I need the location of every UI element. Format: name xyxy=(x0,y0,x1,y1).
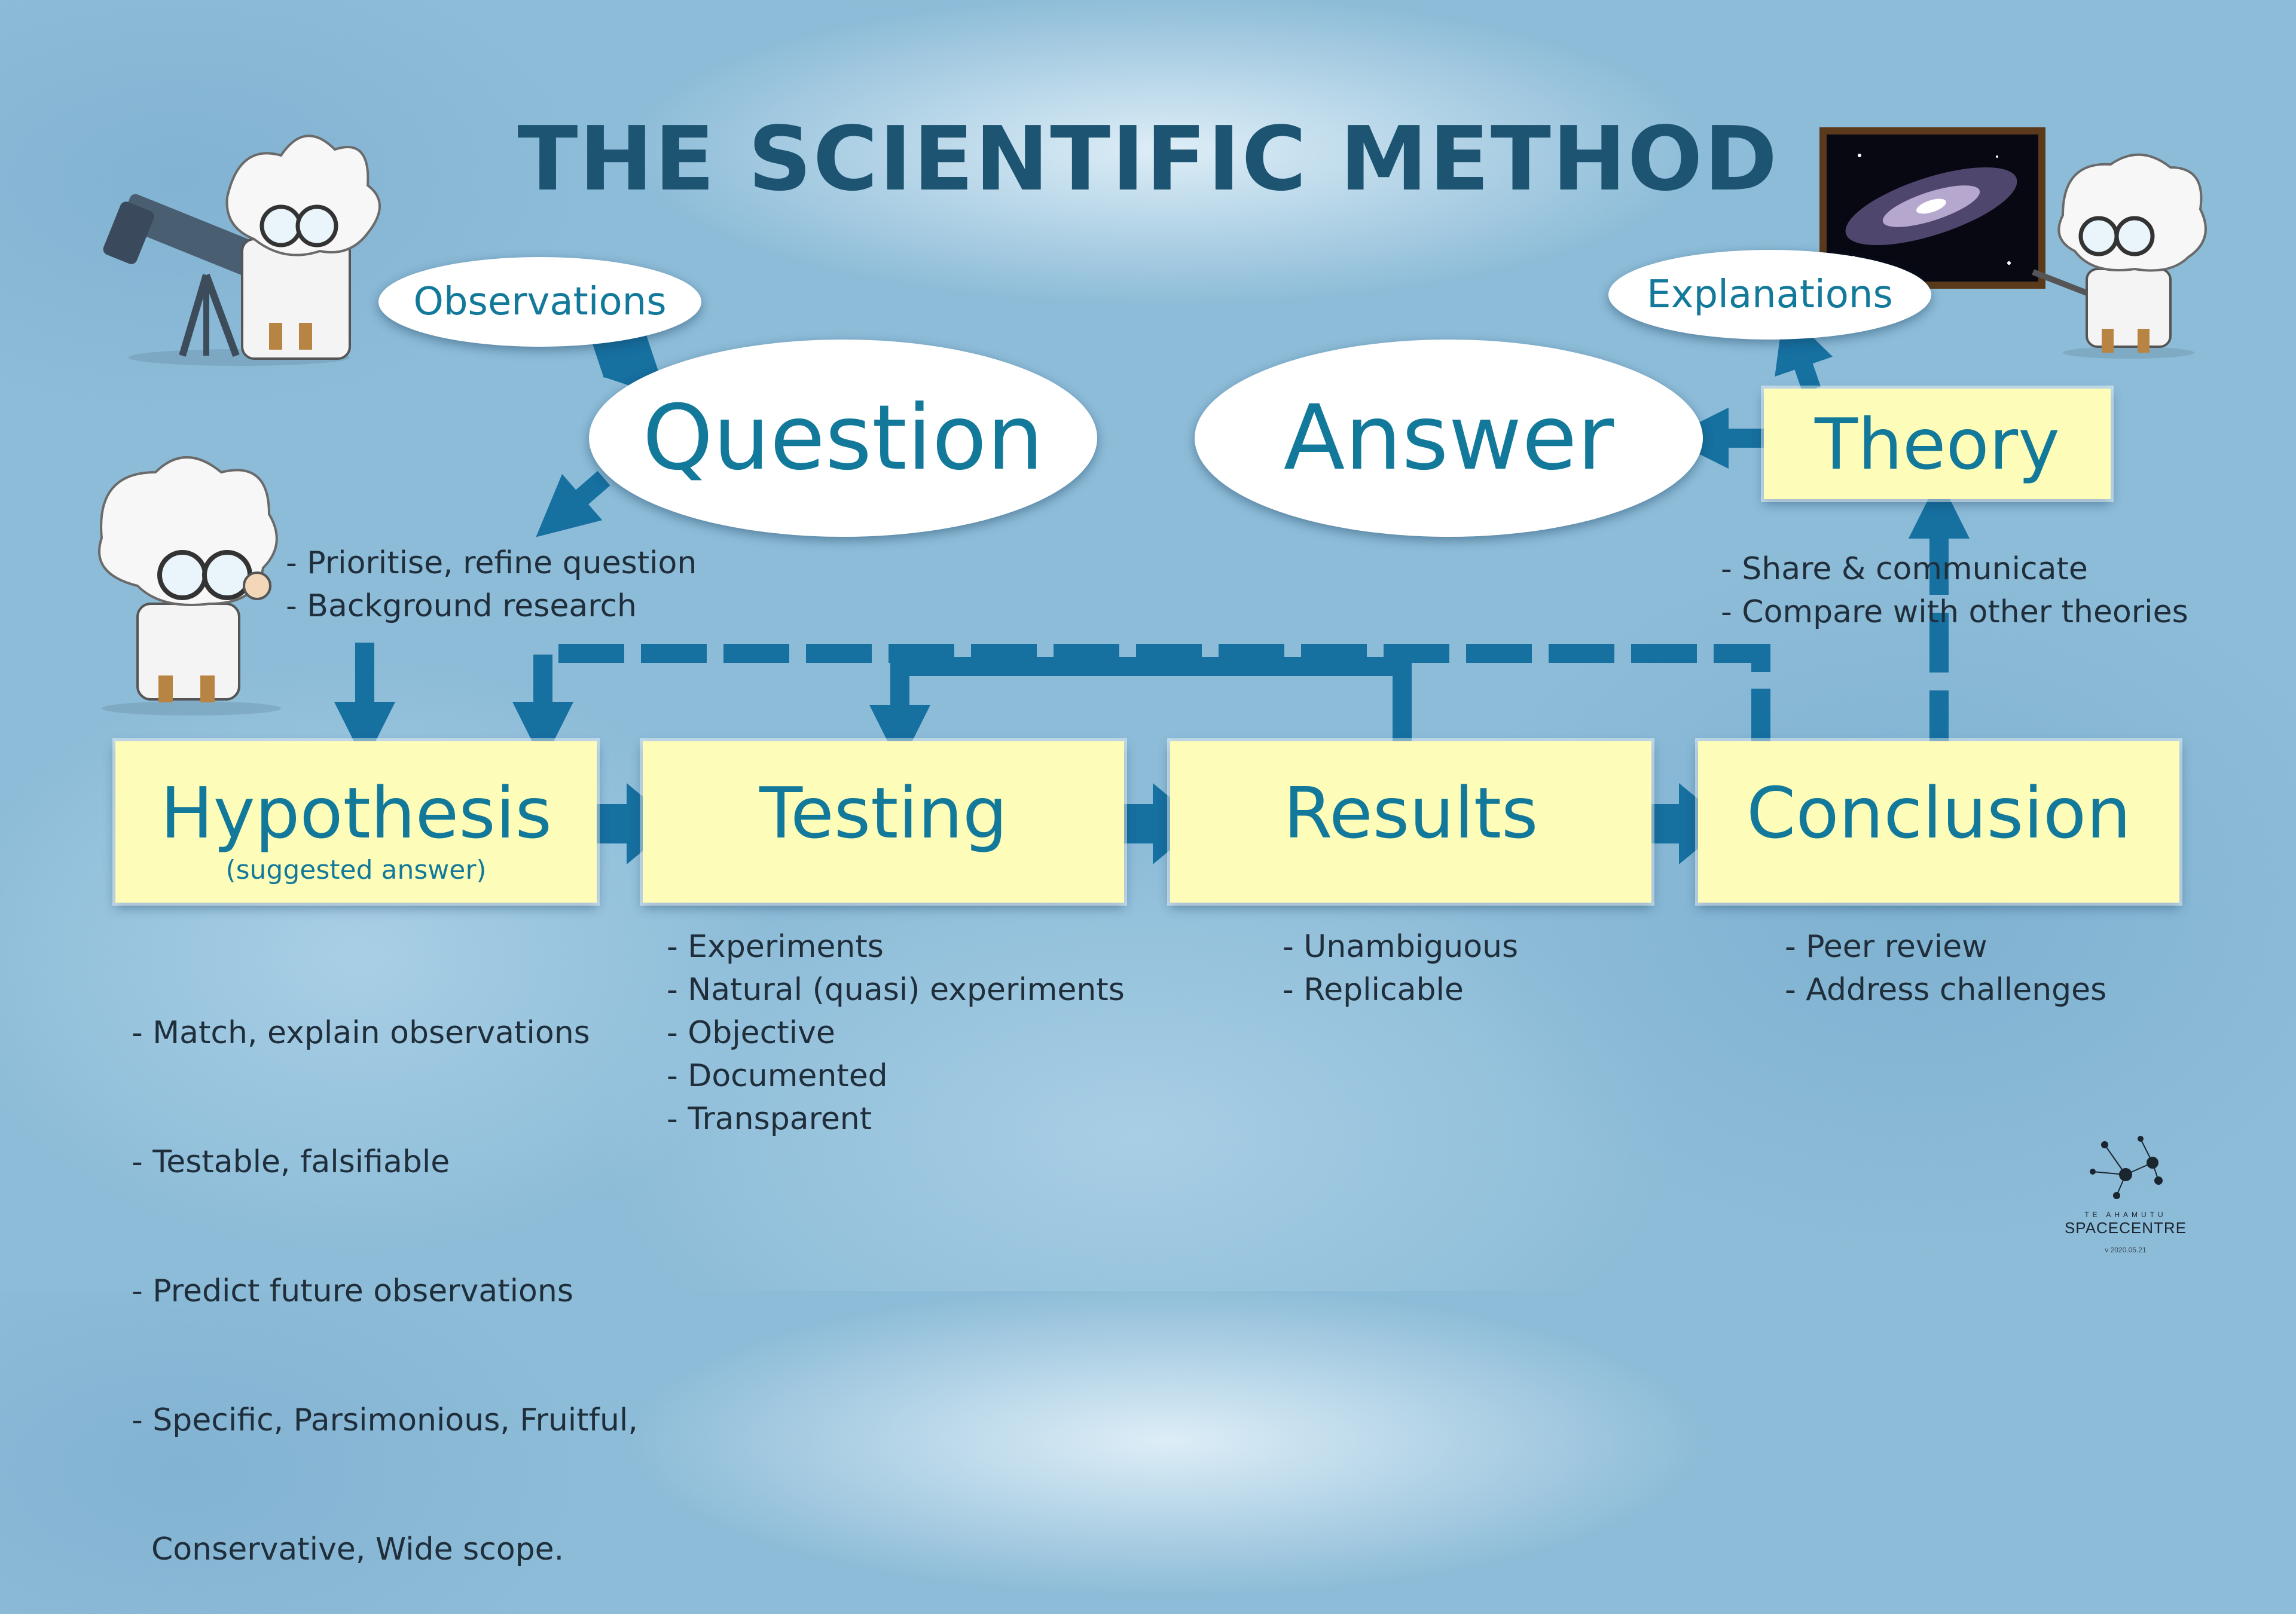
node-hypothesis: Hypothesis (suggested answer) xyxy=(115,741,597,903)
note-item: - Replicable xyxy=(1283,972,1464,1008)
note-item: - Match, explain observations xyxy=(132,1015,590,1051)
note-item: - Documented xyxy=(667,1058,888,1094)
node-answer-label: Answer xyxy=(1283,386,1614,490)
note-item: - Background research xyxy=(286,588,637,624)
spacecentre-logo: TE AHAMUTU SPACECENTRE v 2020.05.21 xyxy=(2057,1136,2194,1254)
node-explanations: Explanations xyxy=(1608,250,1931,340)
loop-conclusion-hypothesis xyxy=(512,644,1770,763)
node-theory: Theory xyxy=(1764,389,2111,499)
note-item: - Prioritise, refine question xyxy=(286,545,697,581)
node-observations: Observations xyxy=(378,257,701,347)
logo-main-text: SPACECENTRE xyxy=(2064,1219,2187,1237)
node-hypothesis-label: Hypothesis xyxy=(160,772,552,854)
note-item: - Testable, falsifiable xyxy=(132,1144,450,1180)
note-item: - Objective xyxy=(667,1015,835,1051)
note-item: - Transparent xyxy=(667,1101,872,1137)
note-item: Conservative, Wide scope. xyxy=(132,1532,564,1567)
spacecentre-logo-mark xyxy=(2090,1136,2163,1199)
node-explanations-label: Explanations xyxy=(1647,273,1893,317)
scientist-presenting-illustration xyxy=(2032,153,2207,359)
node-question-label: Question xyxy=(642,386,1044,490)
node-answer: Answer xyxy=(1195,340,1703,537)
page-title: THE SCIENTIFIC METHOD xyxy=(517,108,1779,210)
notes-results: - Unambiguous - Replicable xyxy=(1283,925,1518,1011)
note-item: - Predict future observations xyxy=(132,1273,573,1309)
notes-testing: - Experiments - Natural (quasi) experime… xyxy=(667,925,1125,1141)
note-item: - Share & communicate xyxy=(1721,551,2088,587)
node-question: Question xyxy=(589,340,1097,537)
node-observations-label: Observations xyxy=(413,280,667,324)
flow-connectors xyxy=(98,127,2207,1199)
note-item: - Natural (quasi) experiments xyxy=(667,972,1125,1008)
arrow-theory-explanations xyxy=(1775,308,1833,393)
node-hypothesis-sublabel: (suggested answer) xyxy=(225,855,487,885)
note-item: - Experiments xyxy=(667,929,884,965)
scientist-thinking-illustration xyxy=(98,456,281,716)
node-testing: Testing xyxy=(643,741,1124,903)
logo-top-text: TE AHAMUTU xyxy=(2084,1210,2167,1219)
note-item: - Specific, Parsimonious, Fruitful, xyxy=(132,1402,638,1438)
notes-theory: - Share & communicate - Compare with oth… xyxy=(1721,548,2188,634)
node-testing-label: Testing xyxy=(759,772,1007,854)
node-results: Results xyxy=(1170,741,1651,903)
note-item: - Address challenges xyxy=(1785,972,2107,1008)
node-conclusion: Conclusion xyxy=(1698,741,2179,903)
arrow-question-research xyxy=(536,470,610,537)
note-item: - Peer review xyxy=(1785,929,1987,965)
logo-version-text: v 2020.05.21 xyxy=(2105,1246,2147,1254)
notes-hypothesis: - Match, explain observations - Testable… xyxy=(132,925,638,1614)
node-theory-label: Theory xyxy=(1814,402,2060,485)
notes-question: - Prioritise, refine question - Backgrou… xyxy=(286,542,697,628)
notes-conclusion: - Peer review - Address challenges xyxy=(1785,925,2106,1011)
note-item: - Unambiguous xyxy=(1283,929,1519,965)
node-results-label: Results xyxy=(1283,772,1538,854)
note-item: - Compare with other theories xyxy=(1721,594,2188,630)
scientist-telescope-illustration xyxy=(103,134,381,366)
node-conclusion-label: Conclusion xyxy=(1746,772,2132,854)
loop-results-testing xyxy=(869,657,1412,766)
